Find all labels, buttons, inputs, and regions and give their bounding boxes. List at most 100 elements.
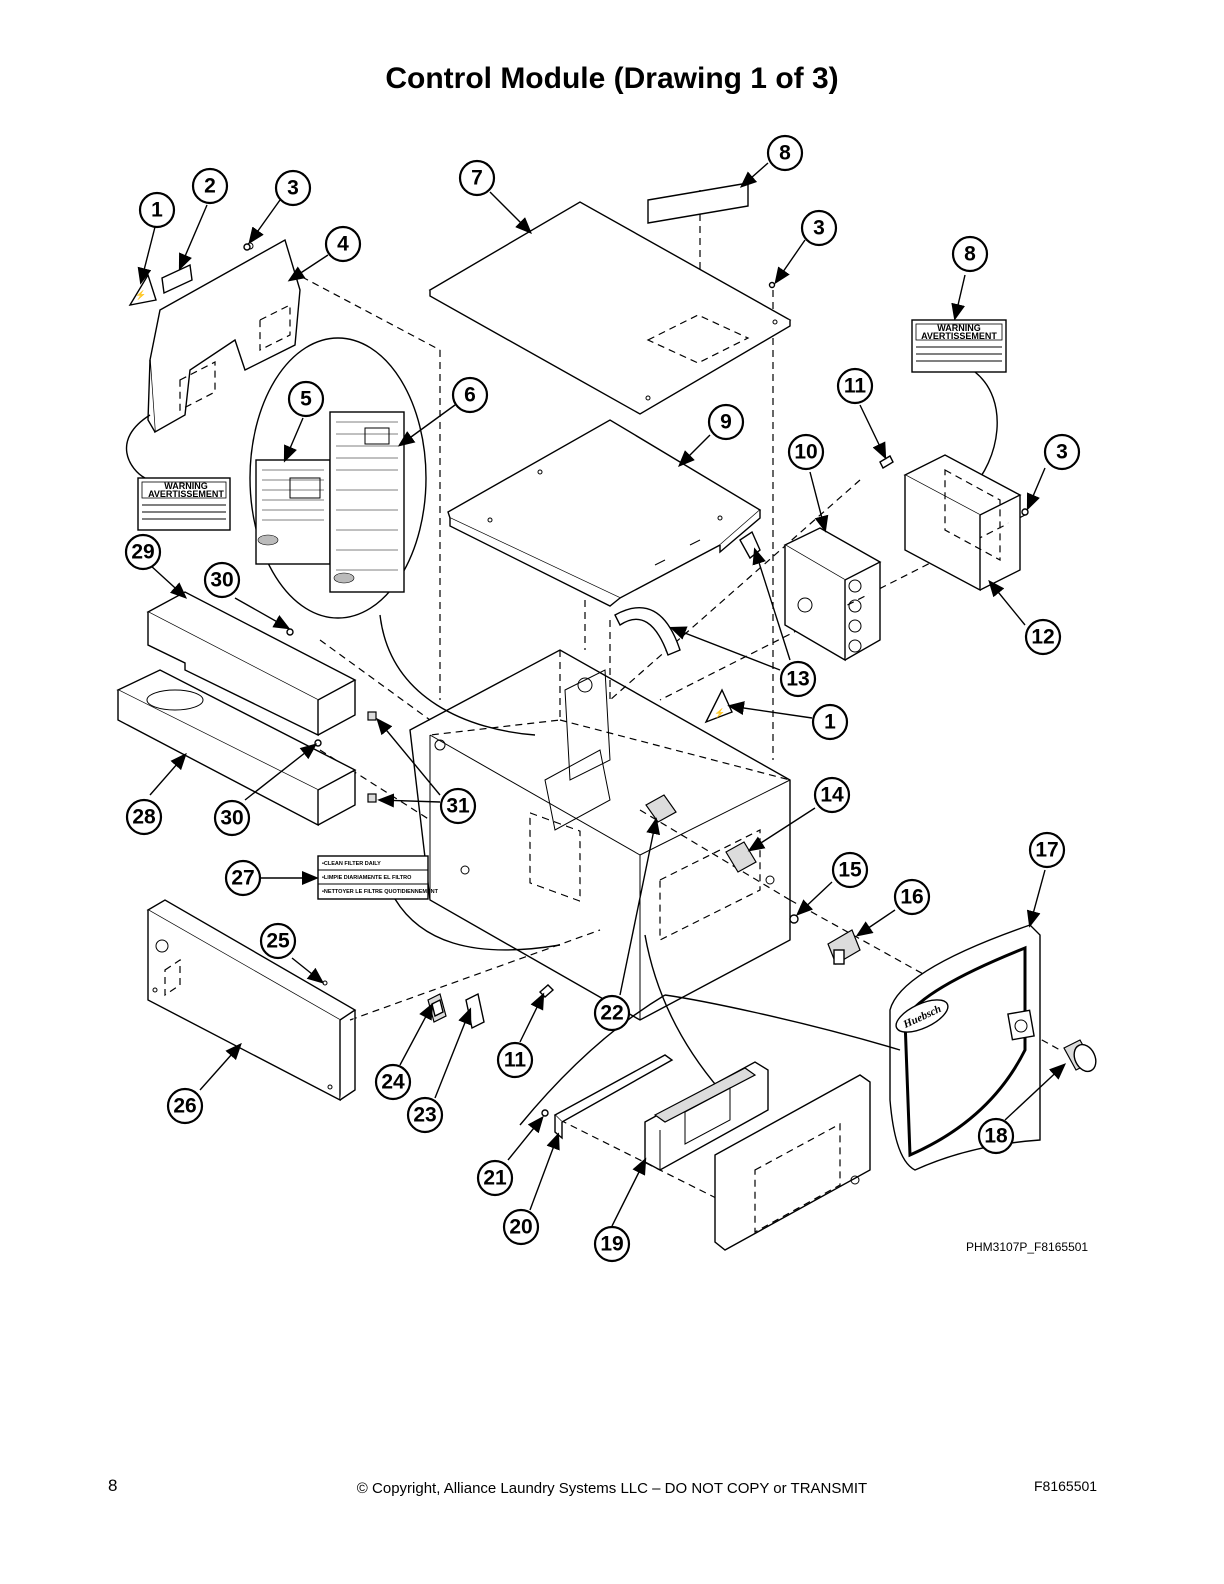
svg-text:5: 5 bbox=[300, 388, 312, 411]
filter-top-cover bbox=[146, 591, 357, 737]
callout-24: 24 bbox=[374, 1063, 412, 1101]
callout-26: 26 bbox=[166, 1087, 204, 1125]
callout-19: 19 bbox=[593, 1225, 631, 1263]
callout-25: 25 bbox=[259, 922, 297, 960]
callout-3: 3 bbox=[274, 169, 312, 207]
svg-text:3: 3 bbox=[1056, 441, 1068, 464]
leader-lines bbox=[137, 162, 1067, 1227]
svg-text:24: 24 bbox=[381, 1071, 405, 1094]
front-control-panel: Huebsch bbox=[889, 924, 1041, 1171]
svg-text:8: 8 bbox=[964, 243, 976, 266]
screw bbox=[314, 739, 322, 747]
label-plate bbox=[647, 182, 749, 224]
svg-text:31: 31 bbox=[446, 795, 470, 818]
warning-word: WARNING bbox=[937, 323, 981, 333]
top-panel bbox=[428, 201, 792, 415]
document-number: F8165501 bbox=[1034, 1478, 1098, 1494]
svg-text:20: 20 bbox=[509, 1216, 532, 1239]
callout-27: 27 bbox=[224, 859, 262, 897]
control-knob bbox=[1063, 1039, 1097, 1073]
callout-11: 11 bbox=[836, 367, 874, 405]
screw-3-right bbox=[1021, 508, 1029, 516]
callout-11: 11 bbox=[496, 1041, 534, 1079]
svg-text:18: 18 bbox=[984, 1125, 1008, 1148]
callout-28: 28 bbox=[125, 798, 163, 836]
filter-label-line1: •CLEAN FILTER DAILY bbox=[322, 861, 381, 867]
svg-text:26: 26 bbox=[173, 1095, 196, 1118]
callout-17: 17 bbox=[1028, 831, 1066, 869]
svg-text:30: 30 bbox=[220, 807, 243, 830]
callout-3: 3 bbox=[1043, 433, 1081, 471]
callout-6: 6 bbox=[451, 376, 489, 414]
callout-22: 22 bbox=[593, 994, 631, 1032]
small-decal bbox=[161, 263, 193, 295]
callout-29: 29 bbox=[124, 533, 162, 571]
svg-text:11: 11 bbox=[504, 1049, 527, 1072]
screw-3-top bbox=[768, 281, 776, 289]
callout-23: 23 bbox=[406, 1096, 444, 1134]
callout-8: 8 bbox=[951, 235, 989, 273]
svg-text:23: 23 bbox=[413, 1104, 436, 1127]
callout-16: 16 bbox=[893, 878, 931, 916]
filter-label-line2: •LIMPIE DIARIAMENTE EL FILTRO bbox=[322, 875, 412, 881]
exploded-parts-diagram: ⚡ ⚡ WARNING AVERTISSEMENT WARNING AVERTI… bbox=[116, 134, 1097, 1263]
callout-1: 1 bbox=[138, 191, 176, 229]
svg-text:1: 1 bbox=[824, 711, 836, 734]
screw bbox=[286, 628, 294, 636]
svg-text:29: 29 bbox=[131, 541, 154, 564]
svg-text:3: 3 bbox=[287, 177, 299, 200]
svg-text:27: 27 bbox=[231, 867, 254, 890]
warning-decal-left: WARNING AVERTISSEMENT bbox=[137, 477, 231, 531]
main-cabinet bbox=[409, 649, 791, 1021]
svg-text:⚡: ⚡ bbox=[714, 707, 725, 719]
callout-2: 2 bbox=[191, 167, 229, 205]
callout-30: 30 bbox=[203, 561, 241, 599]
inner-panel bbox=[447, 419, 762, 607]
callout-9: 9 bbox=[707, 403, 745, 441]
callout-1: 1 bbox=[811, 703, 849, 741]
svg-text:28: 28 bbox=[132, 806, 156, 829]
svg-text:11: 11 bbox=[844, 375, 867, 398]
callout-20: 20 bbox=[502, 1208, 540, 1246]
nut bbox=[789, 914, 799, 924]
page-number: 8 bbox=[108, 1476, 118, 1495]
svg-text:25: 25 bbox=[266, 930, 290, 953]
svg-text:15: 15 bbox=[838, 859, 862, 882]
callout-15: 15 bbox=[831, 851, 869, 889]
mounting-rail bbox=[553, 1054, 674, 1140]
screw-3-left bbox=[243, 243, 251, 251]
rail-screw bbox=[541, 1109, 549, 1117]
callout-4: 4 bbox=[324, 225, 362, 263]
callout-18: 18 bbox=[977, 1117, 1015, 1155]
callout-21: 21 bbox=[476, 1159, 514, 1197]
page-title: Control Module (Drawing 1 of 3) bbox=[385, 62, 839, 95]
switch-plate bbox=[465, 992, 485, 1030]
svg-text:30: 30 bbox=[210, 569, 233, 592]
screw-11 bbox=[538, 984, 555, 998]
callout-5: 5 bbox=[287, 380, 325, 418]
drawing-code: PHM3107P_F8165501 bbox=[966, 1240, 1089, 1254]
svg-text:9: 9 bbox=[720, 411, 732, 434]
callout-7: 7 bbox=[458, 159, 496, 197]
side-channel bbox=[903, 454, 1022, 592]
avertissement-word: AVERTISSEMENT bbox=[148, 489, 224, 499]
svg-text:⚡: ⚡ bbox=[135, 289, 146, 301]
svg-text:14: 14 bbox=[820, 784, 844, 807]
filter-label-line3: •NETTOYER LE FILTRE QUOTIDIENNEMENT bbox=[322, 889, 439, 895]
svg-text:16: 16 bbox=[900, 886, 923, 909]
svg-text:21: 21 bbox=[483, 1167, 507, 1190]
back-plate bbox=[714, 1074, 871, 1251]
screw-11-right bbox=[879, 455, 894, 469]
copyright-notice: © Copyright, Alliance Laundry Systems LL… bbox=[356, 1480, 868, 1497]
control-box-bracket bbox=[783, 527, 882, 662]
callout-31: 31 bbox=[439, 787, 477, 825]
svg-text:8: 8 bbox=[779, 142, 791, 165]
clip bbox=[367, 793, 377, 803]
svg-text:13: 13 bbox=[786, 668, 809, 691]
warning-triangle-cabinet bbox=[704, 688, 733, 724]
svg-text:17: 17 bbox=[1035, 839, 1058, 862]
callout-3: 3 bbox=[800, 209, 838, 247]
callout-12: 12 bbox=[1024, 618, 1062, 656]
front-lower-panel bbox=[146, 899, 357, 1102]
terminal-block bbox=[645, 794, 677, 823]
